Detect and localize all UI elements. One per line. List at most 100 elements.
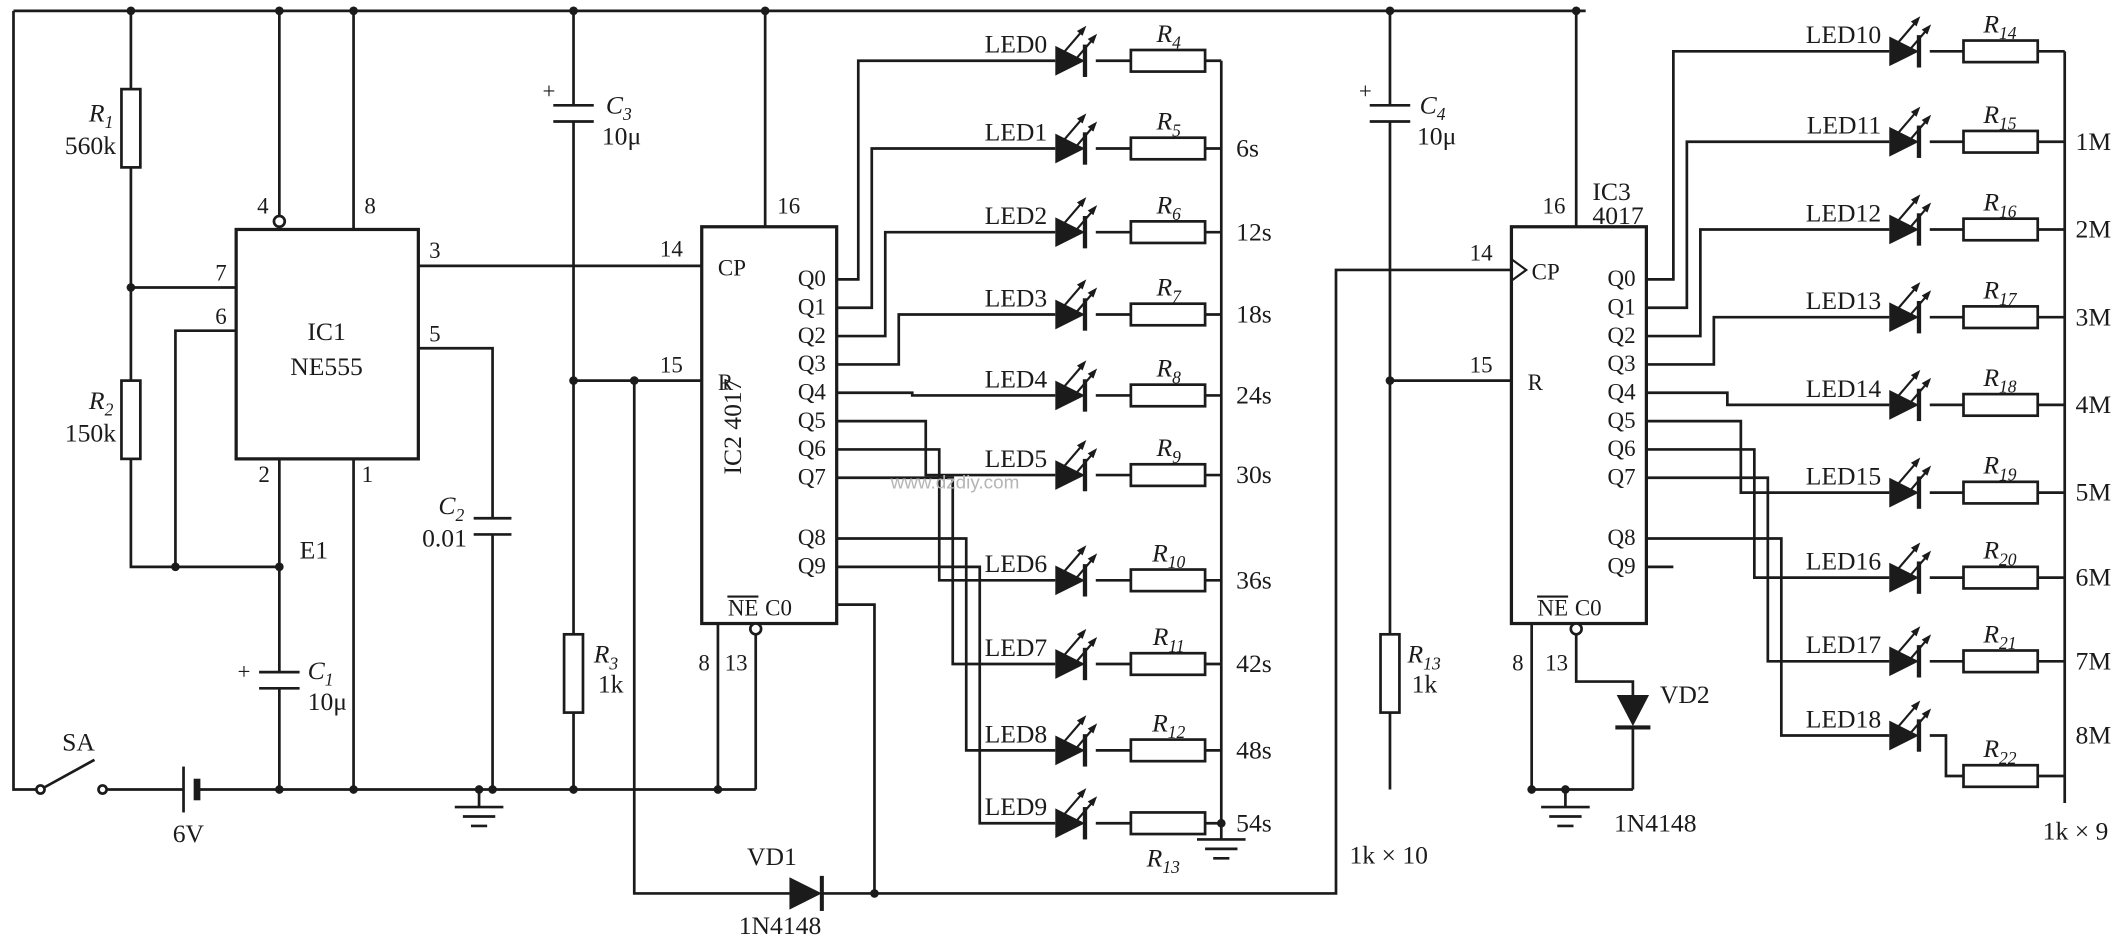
resistor-body	[1962, 392, 2040, 418]
ic3-reset-label: R	[1528, 370, 1544, 395]
time-label: 6s	[1236, 134, 1259, 163]
led-bank-seconds: LED0 R4 LED1 R5 6s LED2 R6 12s LED3 R7 1	[836, 19, 1428, 877]
diode-label: VD1	[747, 842, 797, 871]
row-wire	[1646, 419, 2065, 494]
resistor-label: R20	[1982, 536, 2016, 570]
junction-dot	[569, 785, 578, 794]
resistor-body	[1962, 217, 2040, 242]
ic1-node-e1: E1	[300, 536, 328, 565]
ic1-pin4-bubble	[272, 214, 287, 229]
resistor-body	[1129, 462, 1207, 488]
ic2-pin13-bubble	[748, 622, 763, 636]
row-wire	[836, 476, 1222, 666]
led-icon	[1055, 629, 1097, 680]
led-label: LED1	[985, 117, 1048, 146]
resistor-label: R14	[1982, 9, 2016, 43]
led-icon	[1055, 113, 1097, 164]
junction-dot	[275, 785, 284, 794]
time-label: 12s	[1236, 217, 1272, 246]
junction-dot	[569, 6, 578, 16]
ic2-gnd-pin-wires	[716, 623, 758, 790]
row-wire	[836, 391, 1222, 397]
row-wire	[836, 537, 1222, 752]
ic2-pin14-label: 14	[660, 236, 683, 261]
ic1-pin4-label: 4	[257, 193, 269, 218]
led-label: LED9	[985, 792, 1048, 821]
led-label: LED8	[985, 719, 1048, 748]
led-label: LED10	[1806, 20, 1881, 49]
junction-dot	[488, 785, 497, 794]
ic2-q9: Q9	[798, 554, 826, 579]
left-rail	[12, 10, 41, 791]
cap-value: 10μ	[602, 121, 641, 150]
switch-sa: SA	[35, 727, 108, 795]
junction-dot	[569, 376, 578, 385]
resistor-body	[1379, 632, 1401, 714]
battery-6v: 6V	[173, 766, 205, 848]
junction-dot	[1216, 818, 1226, 828]
row-wire	[1646, 476, 2065, 663]
row-wire	[1646, 448, 2065, 579]
cap-label: C4	[1420, 90, 1446, 124]
switch-contact	[35, 784, 46, 795]
ic3-pin13-label: 13	[1545, 651, 1568, 676]
ic2-q8: Q8	[798, 525, 826, 550]
resistor-value: 150k	[65, 418, 116, 447]
resistor-label: R17	[1982, 275, 2017, 309]
ic3-q5: Q5	[1608, 408, 1636, 433]
row-wire	[1646, 315, 2065, 366]
resistor-label: R21	[1982, 619, 2016, 653]
ic3-pin14-label: 14	[1470, 241, 1493, 266]
resistor-body	[1129, 136, 1207, 161]
ic3-q6: Q6	[1608, 436, 1636, 461]
led-label: LED13	[1806, 286, 1881, 315]
time-label: 8M	[2076, 721, 2112, 750]
led-row: LED14 R18 4M	[1646, 363, 2111, 421]
ground-icon	[1539, 805, 1592, 828]
diode-part: 1N4148	[1614, 808, 1697, 837]
led-row: LED18 R22 8M	[1646, 537, 2112, 789]
led-label: LED0	[985, 30, 1048, 59]
led-label: LED6	[985, 549, 1048, 578]
junction-dot	[1385, 376, 1395, 385]
resistor-label: R18	[1982, 363, 2016, 397]
resistor-body	[1129, 48, 1207, 73]
resistor-label: R7	[1155, 273, 1182, 307]
junction-dot	[760, 6, 770, 16]
led-icon	[1889, 700, 1931, 751]
row-wire	[1646, 49, 2065, 281]
diode-triangle	[789, 877, 822, 910]
ic2-q1: Q1	[798, 294, 826, 319]
ic2-ne-label: NE	[728, 595, 759, 620]
led-icon	[1889, 16, 1931, 67]
led-label: LED17	[1806, 630, 1882, 659]
row-wire	[836, 313, 1222, 366]
ic3-q7: Q7	[1608, 465, 1636, 490]
diode-vd2: VD2 1N4148	[1614, 680, 1710, 837]
led-row: LED3 R7 18s	[836, 273, 1272, 366]
led-row: LED4 R8 24s	[836, 354, 1272, 412]
ic3-c0-label: C0	[1575, 595, 1602, 620]
r1-r2-chain-wire	[129, 10, 280, 569]
resistor-label: R9	[1155, 433, 1181, 467]
watermark: www.dzdiy.com	[890, 473, 1020, 494]
led-row: LED2 R6 12s	[836, 190, 1272, 338]
led-row: LED9 R13 54s	[836, 565, 1272, 877]
led-icon	[1889, 194, 1931, 245]
time-label: 3M	[2076, 302, 2112, 331]
led-label: LED12	[1806, 198, 1881, 227]
resistor-body	[1962, 480, 2040, 505]
row-wire	[836, 565, 1222, 825]
led-row: LED13 R17 3M	[1646, 275, 2112, 366]
ic3-pin16-label: 16	[1542, 193, 1565, 218]
junction-dot	[349, 6, 358, 16]
diode-label: VD2	[1660, 680, 1710, 709]
capacitor-c1: + C1 10μ	[238, 656, 348, 716]
row-wire	[1646, 140, 2065, 310]
resistor-label: R11	[1152, 622, 1185, 656]
cap-value: 0.01	[422, 524, 467, 553]
resistor-label: R2	[88, 386, 114, 420]
ic3-q4: Q4	[1608, 380, 1637, 405]
wiring	[12, 9, 2067, 895]
